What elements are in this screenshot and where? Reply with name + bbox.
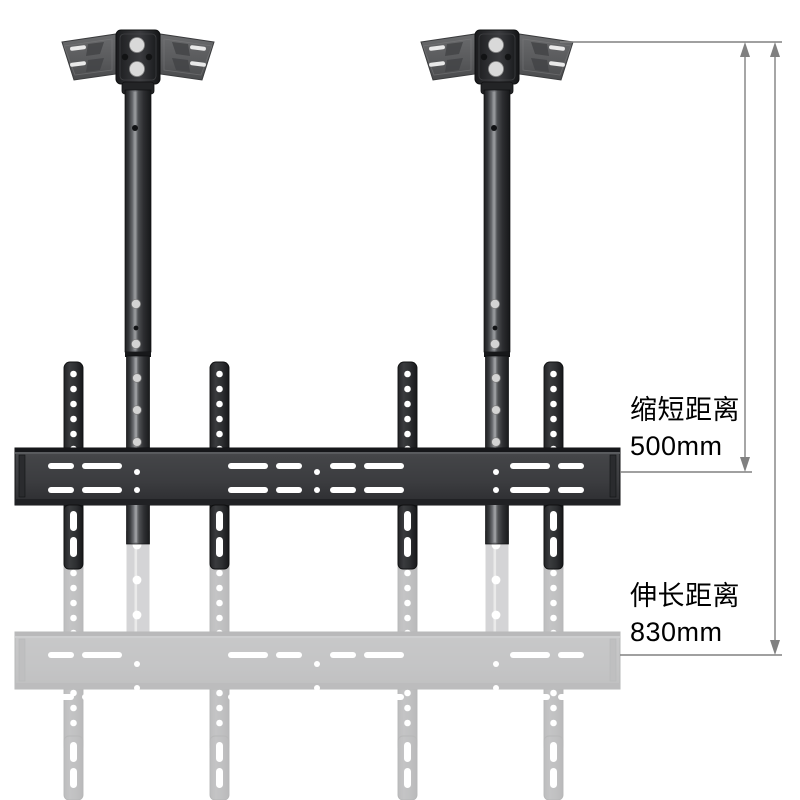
- dimension-arrowheads: [740, 42, 780, 655]
- dimension-label-short-name: 缩短距离: [630, 395, 740, 425]
- dimension-label-long: 伸长距离 830mm: [630, 578, 740, 650]
- short-arrow-down: [740, 457, 750, 472]
- ceiling-plate-right: [420, 29, 574, 95]
- dimension-label-short-value: 500mm: [630, 431, 723, 461]
- long-arrow-up: [770, 42, 780, 57]
- dimension-label-long-name: 伸长距离: [630, 581, 740, 611]
- dimension-label-long-value: 830mm: [630, 617, 723, 647]
- dimension-annotations: [560, 41, 782, 656]
- short-arrow-up: [740, 42, 750, 57]
- dimension-label-short: 缩短距离 500mm: [630, 392, 740, 464]
- long-arrow-down: [770, 640, 780, 655]
- pole-stubs: [126, 505, 509, 531]
- crossbar: [14, 447, 621, 506]
- ceiling-plate-left: [61, 29, 215, 95]
- extended-position-ghost: [14, 505, 621, 800]
